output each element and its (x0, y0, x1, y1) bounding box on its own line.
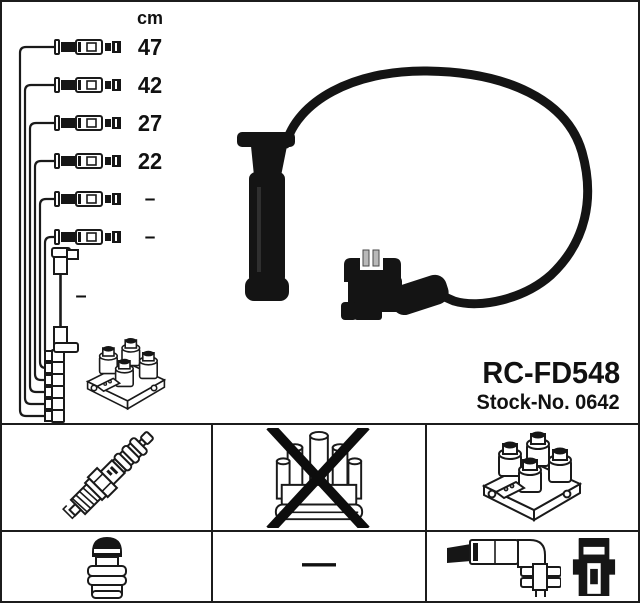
coil-cable-length: – (75, 285, 87, 307)
legend-cell-ignition-coil (427, 425, 638, 530)
ignition-lead-photo (237, 66, 593, 320)
part-number: RC-FD548 (482, 355, 620, 390)
coil-to-coil-cable (51, 247, 79, 353)
plug-boot-icon (86, 535, 127, 599)
legend-table: — (2, 423, 638, 601)
coil-connector (341, 249, 449, 320)
ignition-coil-icon (483, 430, 582, 521)
spark-plug-icon (58, 427, 161, 526)
stock-number: Stock-No. 0642 (476, 391, 620, 414)
dash-label: — (301, 543, 336, 582)
lead-wire (281, 66, 593, 309)
distributor-cap-crossed-icon (265, 428, 373, 528)
cable-length-4: 22 (137, 148, 163, 174)
coil-end-stubs (44, 349, 65, 423)
terminal-icon (573, 537, 616, 596)
lead-connector-row (54, 39, 121, 245)
unit-header: cm (136, 8, 163, 28)
cable-length-3: 27 (137, 110, 163, 136)
legend-cell-connectors (426, 530, 638, 601)
cable-length-5: – (144, 188, 156, 210)
legend-cell-plug-boot (2, 530, 214, 601)
cable-length-1: 47 (137, 34, 163, 60)
elbow-connector-icon (447, 538, 562, 597)
spark-plug-boot (237, 132, 295, 301)
legend-cell-spark-plug (2, 425, 214, 530)
cable-set-schematic (18, 45, 57, 418)
legend-cell-distributor-cap (213, 425, 427, 530)
legend-cell-dash: — (213, 530, 427, 601)
cable-length-6: – (144, 226, 156, 248)
cable-length-2: 42 (137, 72, 163, 98)
ignition-coil-pack-schematic (86, 337, 166, 410)
